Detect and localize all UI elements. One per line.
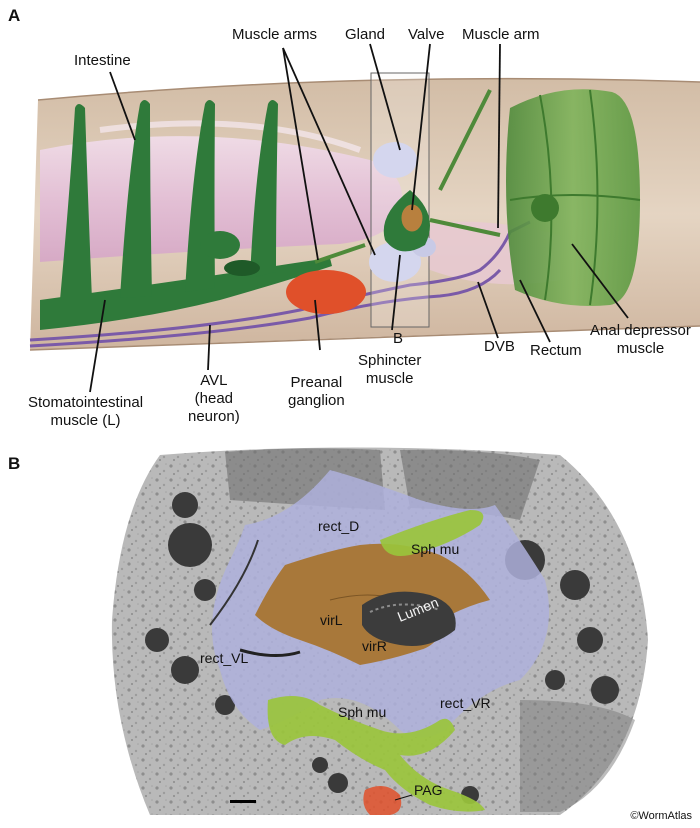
label-anal-depressor: Anal depressor muscle — [590, 322, 691, 357]
sphincter-muscle-em — [267, 510, 485, 812]
gland-cell-top — [373, 142, 417, 178]
wormatlas-credit: ©WormAtlas — [630, 810, 692, 822]
panel-b-letter: B — [8, 454, 21, 473]
gland-cell-bottom — [369, 242, 421, 282]
label-virr: virR — [362, 638, 387, 654]
label-gland: Gland — [345, 26, 386, 43]
label-stomatointestinal: Stomatointestinal muscle (L) — [28, 394, 144, 429]
label-sph-mu-bottom: Sph mu — [338, 704, 387, 720]
label-dvb: DVB — [484, 338, 515, 355]
lumen — [362, 591, 456, 646]
label-avl: AVL (head neuron) — [188, 372, 240, 425]
label-rect-vl: rect_VL — [200, 650, 249, 666]
label-muscle-arm: Muscle arm — [462, 26, 540, 43]
label-preanal-ganglion: Preanal ganglion — [288, 374, 345, 409]
stomatointestinal-muscle — [40, 100, 332, 330]
label-rect-d: rect_D — [318, 518, 360, 534]
label-sphincter: Sphincter muscle — [358, 352, 422, 387]
label-muscle-arms: Muscle arms — [232, 26, 318, 43]
label-box-b: B — [393, 330, 404, 347]
label-sph-mu-top: Sph mu — [411, 541, 460, 557]
label-rect-vr: rect_VR — [440, 695, 491, 711]
preanal-ganglion — [286, 270, 366, 314]
label-virl: virL — [320, 612, 343, 628]
panel-a-illustration — [29, 43, 700, 393]
label-rectum: Rectum — [530, 342, 582, 359]
label-intestine: Intestine — [74, 52, 131, 69]
label-pag: PAG — [414, 782, 443, 798]
scale-bar — [230, 800, 256, 803]
label-valve: Valve — [408, 26, 445, 43]
pag-em — [363, 786, 402, 815]
anal-depressor-muscle — [506, 89, 641, 306]
panel-a-letter: A — [8, 6, 21, 25]
